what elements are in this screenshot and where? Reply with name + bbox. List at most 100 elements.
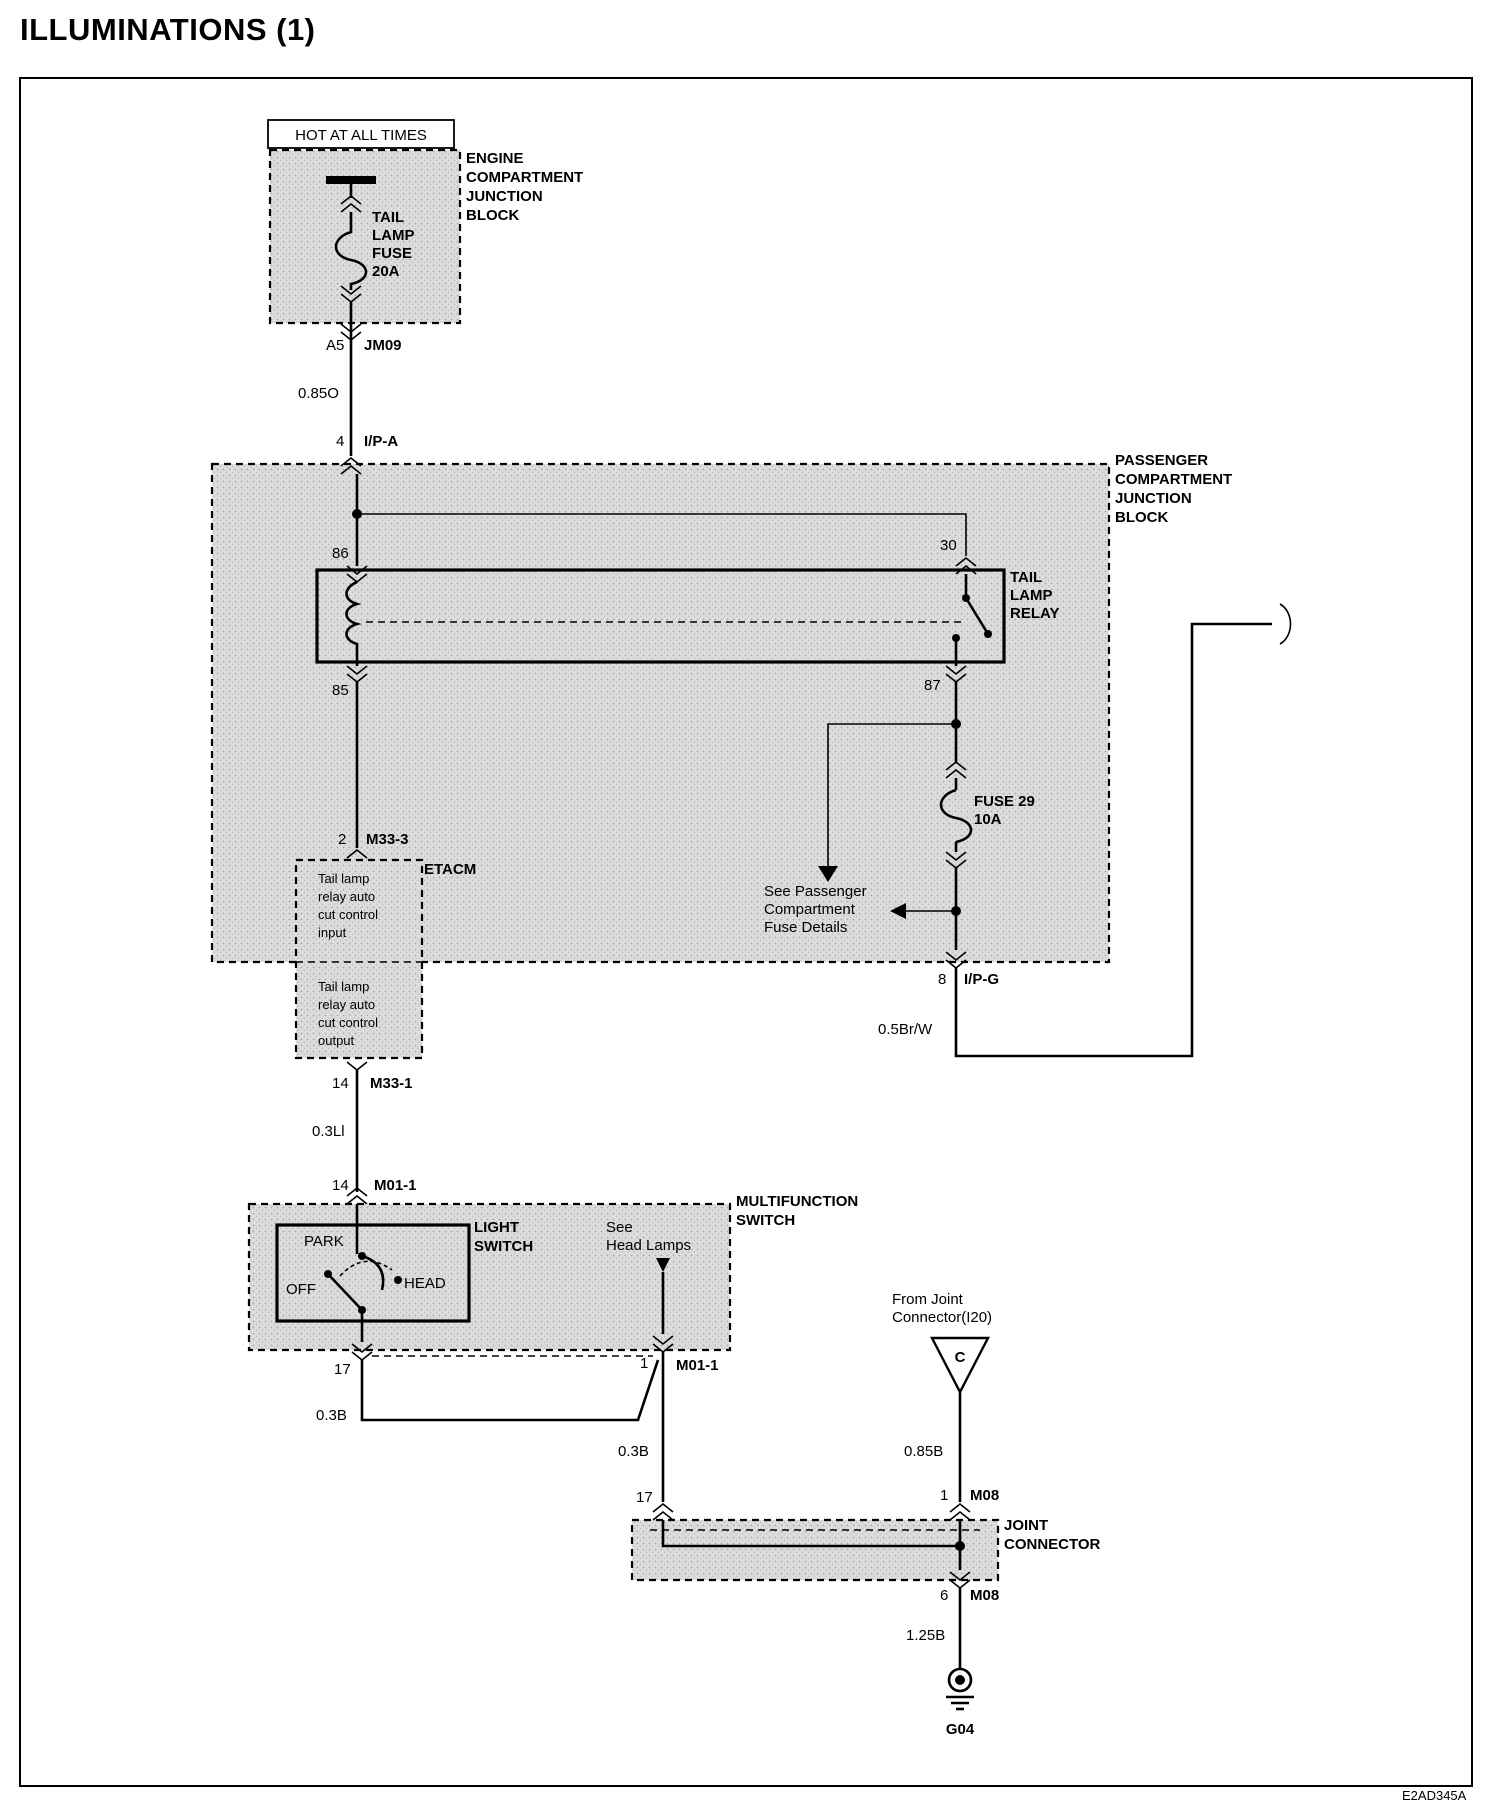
hot-at-all-times-box (267, 119, 455, 149)
svg-text:COMPARTMENT: COMPARTMENT (1115, 471, 1232, 488)
relay-pin-30: 30 (940, 537, 957, 554)
wire-to-fuse-details (827, 723, 956, 866)
switch-position-off: OFF (286, 1281, 316, 1298)
page-title: ILLUMINATIONS (1) (20, 12, 316, 47)
passenger-junction-block (210, 462, 1111, 964)
engine-junction-block-label: ENGINE COMPARTMENT JUNCTION BLOCK (466, 150, 583, 224)
joint-connector (630, 1518, 1000, 1582)
tail-lamp-relay-label: TAIL LAMP RELAY (1010, 569, 1059, 622)
switch-position-park: PARK (304, 1233, 344, 1250)
wire-0-3b-joint-label: 0.3B (618, 1443, 649, 1460)
splice-node (955, 1541, 965, 1551)
svg-text:FUSE: FUSE (372, 245, 412, 262)
m01-1-input-pin: 14 (332, 1177, 349, 1194)
svg-text:ENGINE: ENGINE (466, 150, 524, 167)
joint-bottom-connector-label: M08 (970, 1587, 999, 1604)
m01-1-pin-1: 1 (640, 1355, 648, 1372)
m01-1-pin-17: 17 (334, 1361, 351, 1378)
svg-text:BLOCK: BLOCK (1115, 509, 1168, 526)
svg-text:Tail lamp: Tail lamp (318, 871, 369, 886)
svg-text:cut control: cut control (318, 907, 378, 922)
passenger-junction-block-label: PASSENGER COMPARTMENT JUNCTION BLOCK (1115, 452, 1232, 526)
engine-junction-block-shade (270, 150, 460, 323)
switch-position-head: HEAD (404, 1275, 446, 1292)
relay-pin-86: 86 (332, 545, 349, 562)
connector-ip-a-symbol (340, 456, 362, 475)
wire-0-3b-switch-label: 0.3B (316, 1407, 347, 1424)
fuse-29-symbol (939, 788, 973, 844)
svg-text:Tail lamp: Tail lamp (318, 979, 369, 994)
etacm-shade (296, 860, 422, 1058)
joint-pin-17: 17 (636, 1489, 653, 1506)
svg-text:LAMP: LAMP (372, 227, 415, 244)
multifunction-switch (247, 1202, 732, 1352)
etacm-label: ETACM (424, 861, 476, 878)
svg-text:SWITCH: SWITCH (736, 1212, 795, 1229)
svg-text:PASSENGER: PASSENGER (1115, 452, 1208, 469)
fuse-details-arrow (890, 903, 906, 919)
see-passenger-fuse-details-label: See Passenger Compartment Fuse Details (764, 883, 867, 936)
multifunction-switch-label: MULTIFUNCTION SWITCH (736, 1193, 858, 1229)
fuse-connector-top (340, 194, 362, 213)
m01-1-output-connector-label: M01-1 (676, 1357, 719, 1374)
svg-text:Fuse Details: Fuse Details (764, 919, 847, 936)
wire-1-25b-label: 1.25B (906, 1627, 945, 1644)
diagram-frame (19, 77, 1473, 1787)
connector-m01-1-top-symbol (346, 1186, 368, 1205)
power-bus-bar (326, 176, 376, 184)
joint-top-connector-label: M08 (970, 1487, 999, 1504)
relay-contact-switch (964, 597, 990, 635)
svg-text:10A: 10A (974, 811, 1002, 828)
svg-text:LAMP: LAMP (1010, 587, 1053, 604)
head-lamps-arrow (656, 1258, 670, 1272)
relay-pin-85: 85 (332, 682, 349, 699)
svg-text:cut control: cut control (318, 1015, 378, 1030)
m33-1-connector-label: M33-1 (370, 1075, 413, 1092)
svg-text:BLOCK: BLOCK (466, 207, 519, 224)
etacm-input-connector-label: M33-3 (366, 831, 409, 848)
joint-bus-wire (661, 1520, 960, 1548)
svg-text:LIGHT: LIGHT (474, 1219, 519, 1236)
svg-text:See: See (606, 1219, 633, 1236)
fuse-29-label: FUSE 29 10A (974, 793, 1035, 828)
etacm-input-pin: 2 (338, 831, 346, 848)
svg-text:MULTIFUNCTION: MULTIFUNCTION (736, 1193, 858, 1210)
continuation-mark (1279, 603, 1292, 645)
tail-lamp-fuse-symbol (334, 212, 368, 290)
svg-text:relay auto: relay auto (318, 997, 375, 1012)
m01-1-input-connector-label: M01-1 (374, 1177, 417, 1194)
wire-0-5br-w (954, 622, 1272, 1058)
svg-text:SWITCH: SWITCH (474, 1238, 533, 1255)
relay-coil-symbol (345, 580, 362, 666)
joint-pin-1: 1 (940, 1487, 948, 1504)
svg-text:From Joint: From Joint (892, 1291, 964, 1308)
ip-g-connector-label: I/P-G (964, 971, 999, 988)
m33-1-pin: 14 (332, 1075, 349, 1092)
svg-text:20A: 20A (372, 263, 400, 280)
joint-reference-letter: C (955, 1349, 966, 1366)
jm09-pin: A5 (326, 337, 344, 354)
light-switch-arm (361, 1254, 385, 1291)
image-code: E2AD345A (1402, 1788, 1467, 1803)
light-switch-label: LIGHT SWITCH (474, 1219, 533, 1255)
connector-m33-1-symbol (346, 1061, 368, 1072)
joint-pin-6: 6 (940, 1587, 948, 1604)
see-head-lamps-label: See Head Lamps (606, 1219, 691, 1254)
engine-junction-block (268, 148, 462, 325)
svg-text:output: output (318, 1033, 355, 1048)
jm09-connector-label: JM09 (364, 337, 402, 354)
joint-reference-triangle (930, 1336, 990, 1395)
tail-lamp-fuse-label: TAIL LAMP FUSE 20A (372, 209, 415, 280)
relay-pin-87: 87 (924, 677, 941, 694)
svg-text:Connector(I20): Connector(I20) (892, 1309, 992, 1326)
ip-a-pin: 4 (336, 433, 344, 450)
light-switch (275, 1223, 471, 1323)
svg-text:TAIL: TAIL (1010, 569, 1042, 586)
wire-0-3ll-label: 0.3Ll (312, 1123, 345, 1140)
svg-text:relay auto: relay auto (318, 889, 375, 904)
svg-text:FUSE 29: FUSE 29 (974, 793, 1035, 810)
etacm-input-label: Tail lamp relay auto cut control input (318, 871, 378, 940)
svg-text:COMPARTMENT: COMPARTMENT (466, 169, 583, 186)
tail-lamp-relay (315, 568, 1006, 664)
